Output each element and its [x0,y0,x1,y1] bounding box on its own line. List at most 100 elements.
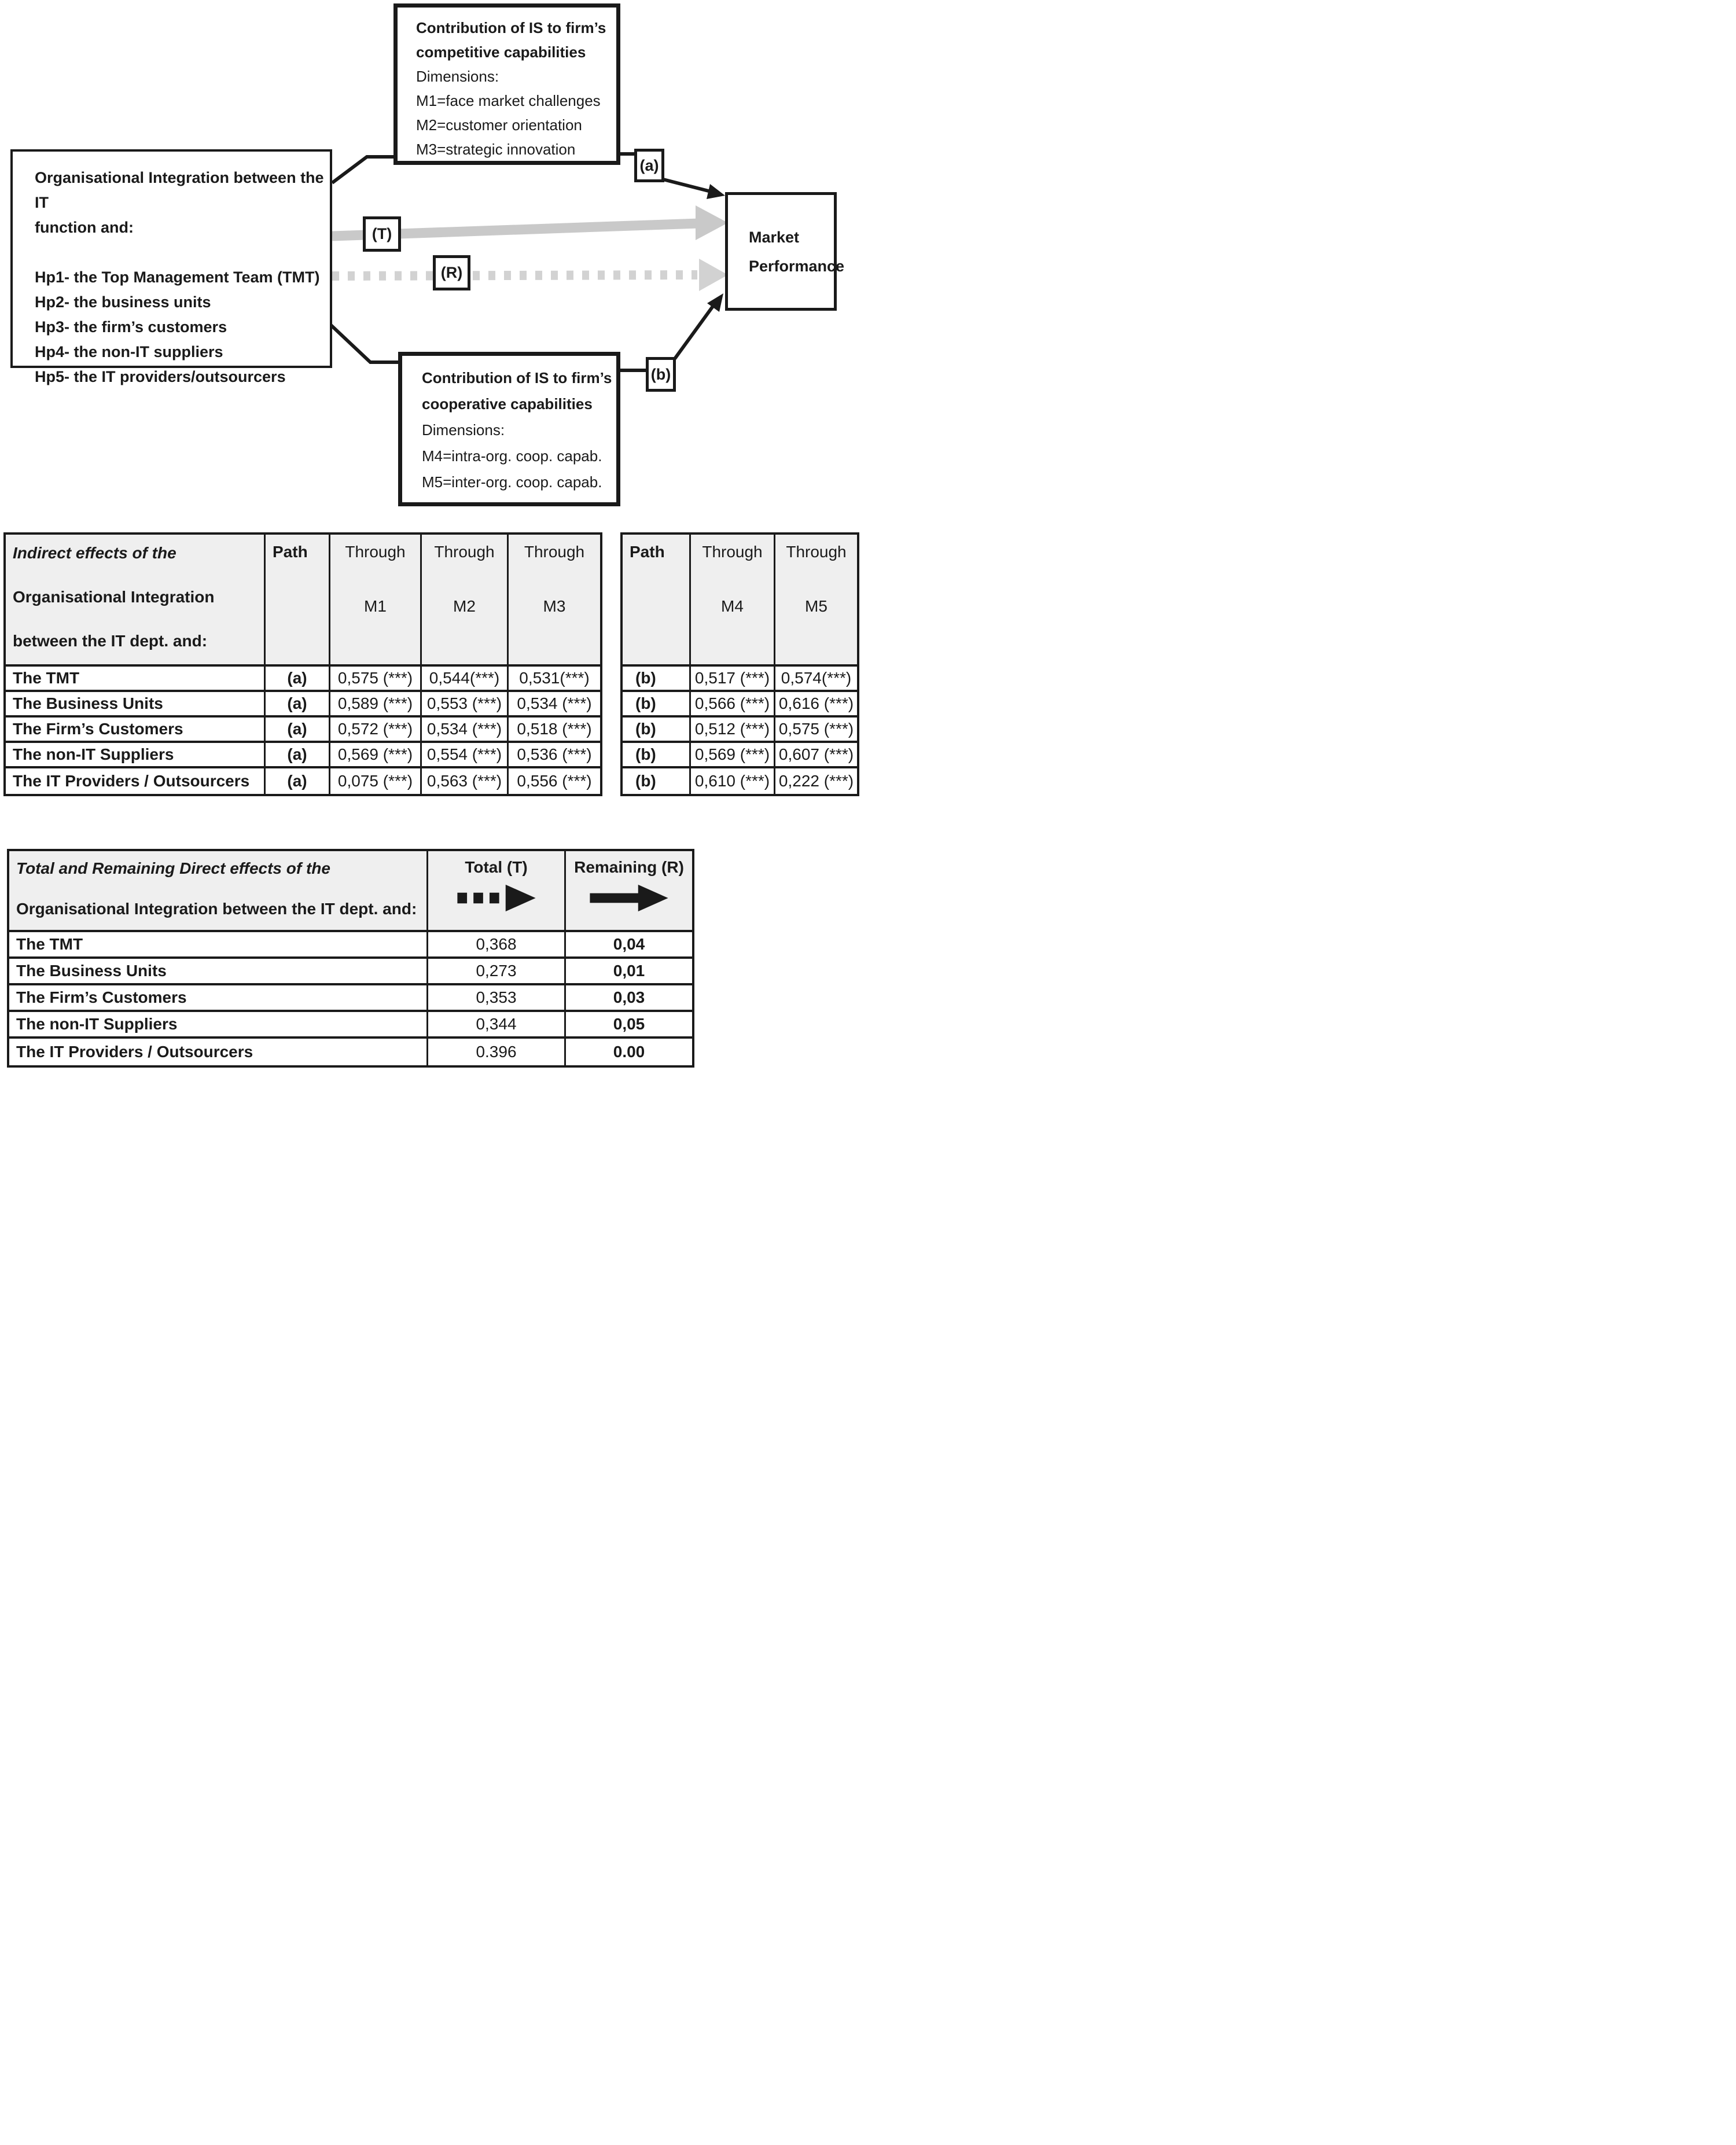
remaining-value: 0,01 [566,959,692,985]
value-m1: 0,075 (***) [330,768,422,794]
path-a-arrow [663,178,725,199]
hypothesis-hp3: Hp3- the firm’s customers [35,318,227,336]
value-m4: 0,569 (***) [691,743,775,768]
row-label: The IT Providers / Outsourcers [9,1039,428,1065]
column-header-through-m4: Through M4 [691,535,775,667]
path-cell: (a) [266,692,330,718]
hypothesis-hp4: Hp4- the non-IT suppliers [35,343,223,360]
indirect-effects-table-a: Indirect effects of the Organisational I… [3,532,602,796]
value-m1: 0,569 (***) [330,743,422,768]
dimension-m4: M4=intra-org. coop. capab. [422,447,602,465]
value-m5: 0,222 (***) [775,768,857,794]
column-header-through-m5: Through M5 [775,535,857,667]
path-cell: (b) [623,718,691,743]
spacer [35,240,324,265]
left-box-title-line1: Organisational Integration between the I… [35,169,324,211]
direct-effects-table: Total and Remaining Direct effects of th… [7,849,694,1068]
hypothesis-hp2: Hp2- the business units [35,293,211,311]
path-cell: (a) [266,768,330,794]
hypothesis-hp1: Hp1- the Top Management Team (TMT) [35,268,320,286]
total-value: 0,273 [428,959,566,985]
top-box-dimensions-label: Dimensions: [416,68,499,85]
top-box-title-line2: competitive capabilities [416,43,586,61]
left-box-title-line2: function and: [35,219,134,236]
column-header-path-a: Path [266,535,330,667]
remaining-effect-arrow [332,259,728,291]
m3-label: M3 [543,597,566,615]
label-box-total: (T) [363,216,401,252]
through-label: Through [345,543,406,561]
bottom-box-dimensions-label: Dimensions: [422,421,505,439]
competitive-capabilities-box: Contribution of IS to firm’s competitive… [393,3,620,165]
m1-label: M1 [364,597,387,615]
remaining-label: Remaining (R) [574,858,684,876]
row-label: The TMT [6,667,266,692]
total-label: Total (T) [465,858,528,876]
total-value: 0.396 [428,1039,566,1065]
cooperative-capabilities-box: Contribution of IS to firm’s cooperative… [398,352,620,506]
market-performance-line1: Market [749,228,800,246]
dimension-m3: M3=strategic innovation [416,141,576,158]
left-to-bottom-connector [329,323,400,364]
value-m2: 0,563 (***) [422,768,509,794]
organisational-integration-box: Organisational Integration between the I… [10,149,332,385]
through-label: Through [434,543,495,561]
value-m5: 0,607 (***) [775,743,857,768]
dimension-m2: M2=customer orientation [416,116,582,134]
value-m4: 0,512 (***) [691,718,775,743]
value-m2: 0,534 (***) [422,718,509,743]
value-m4: 0,566 (***) [691,692,775,718]
value-m3: 0,536 (***) [509,743,600,768]
total-value: 0,368 [428,932,566,959]
row-label: The Business Units [9,959,428,985]
value-m2: 0,553 (***) [422,692,509,718]
path-cell: (b) [623,768,691,794]
row-label: The Firm’s Customers [6,718,266,743]
bottom-box-title-line2: cooperative capabilities [422,395,593,413]
row-label: The Business Units [6,692,266,718]
value-m3: 0,556 (***) [509,768,600,794]
row-label: The non-IT Suppliers [9,1012,428,1039]
row-label: The IT Providers / Outsourcers [6,768,266,794]
remaining-value: 0,03 [566,985,692,1012]
value-m3: 0,531(***) [509,667,600,692]
column-header-through-m3: Through M3 [509,535,600,667]
value-m5: 0,575 (***) [775,718,857,743]
column-header-through-m2: Through M2 [422,535,509,667]
dimension-m1: M1=face market challenges [416,92,601,109]
indirect-table-title-cell: Indirect effects of the Organisational I… [6,535,266,667]
path-b-arrow [673,293,723,360]
value-m4: 0,517 (***) [691,667,775,692]
value-m3: 0,534 (***) [509,692,600,718]
total-value: 0,344 [428,1012,566,1039]
path-cell: (a) [266,743,330,768]
through-label: Through [786,543,847,561]
direct-table-title-cell: Total and Remaining Direct effects of th… [9,851,428,932]
label-box-path-a: (a) [634,149,664,182]
total-value: 0,353 [428,985,566,1012]
path-cell: (b) [623,692,691,718]
dimension-m5: M5=inter-org. coop. capab. [422,473,602,491]
column-header-remaining: Remaining (R) [566,851,692,932]
top-box-title-line1: Contribution of IS to firm’s [416,19,606,36]
value-m1: 0,589 (***) [330,692,422,718]
direct-title-line2: Organisational Integration between the I… [16,900,417,918]
value-m5: 0,574(***) [775,667,857,692]
path-cell: (a) [266,667,330,692]
m5-label: M5 [805,597,827,615]
remaining-value: 0.00 [566,1039,692,1065]
column-header-through-m1: Through M1 [330,535,422,667]
indirect-title-line3: between the IT dept. and: [13,632,208,650]
bottom-box-title-line1: Contribution of IS to firm’s [422,369,612,387]
path-cell: (b) [623,743,691,768]
through-label: Through [524,543,585,561]
hypothesis-hp5: Hp5- the IT providers/outsourcers [35,368,286,385]
direct-title-line1: Total and Remaining Direct effects of th… [16,859,330,877]
total-dashed-arrow-icon [457,884,536,912]
left-to-top-connector [331,155,394,185]
label-box-remaining: (R) [433,255,470,290]
indirect-title-line1: Indirect effects of the [13,544,176,562]
value-m1: 0,575 (***) [330,667,422,692]
value-m4: 0,610 (***) [691,768,775,794]
label-box-path-b: (b) [646,357,676,392]
